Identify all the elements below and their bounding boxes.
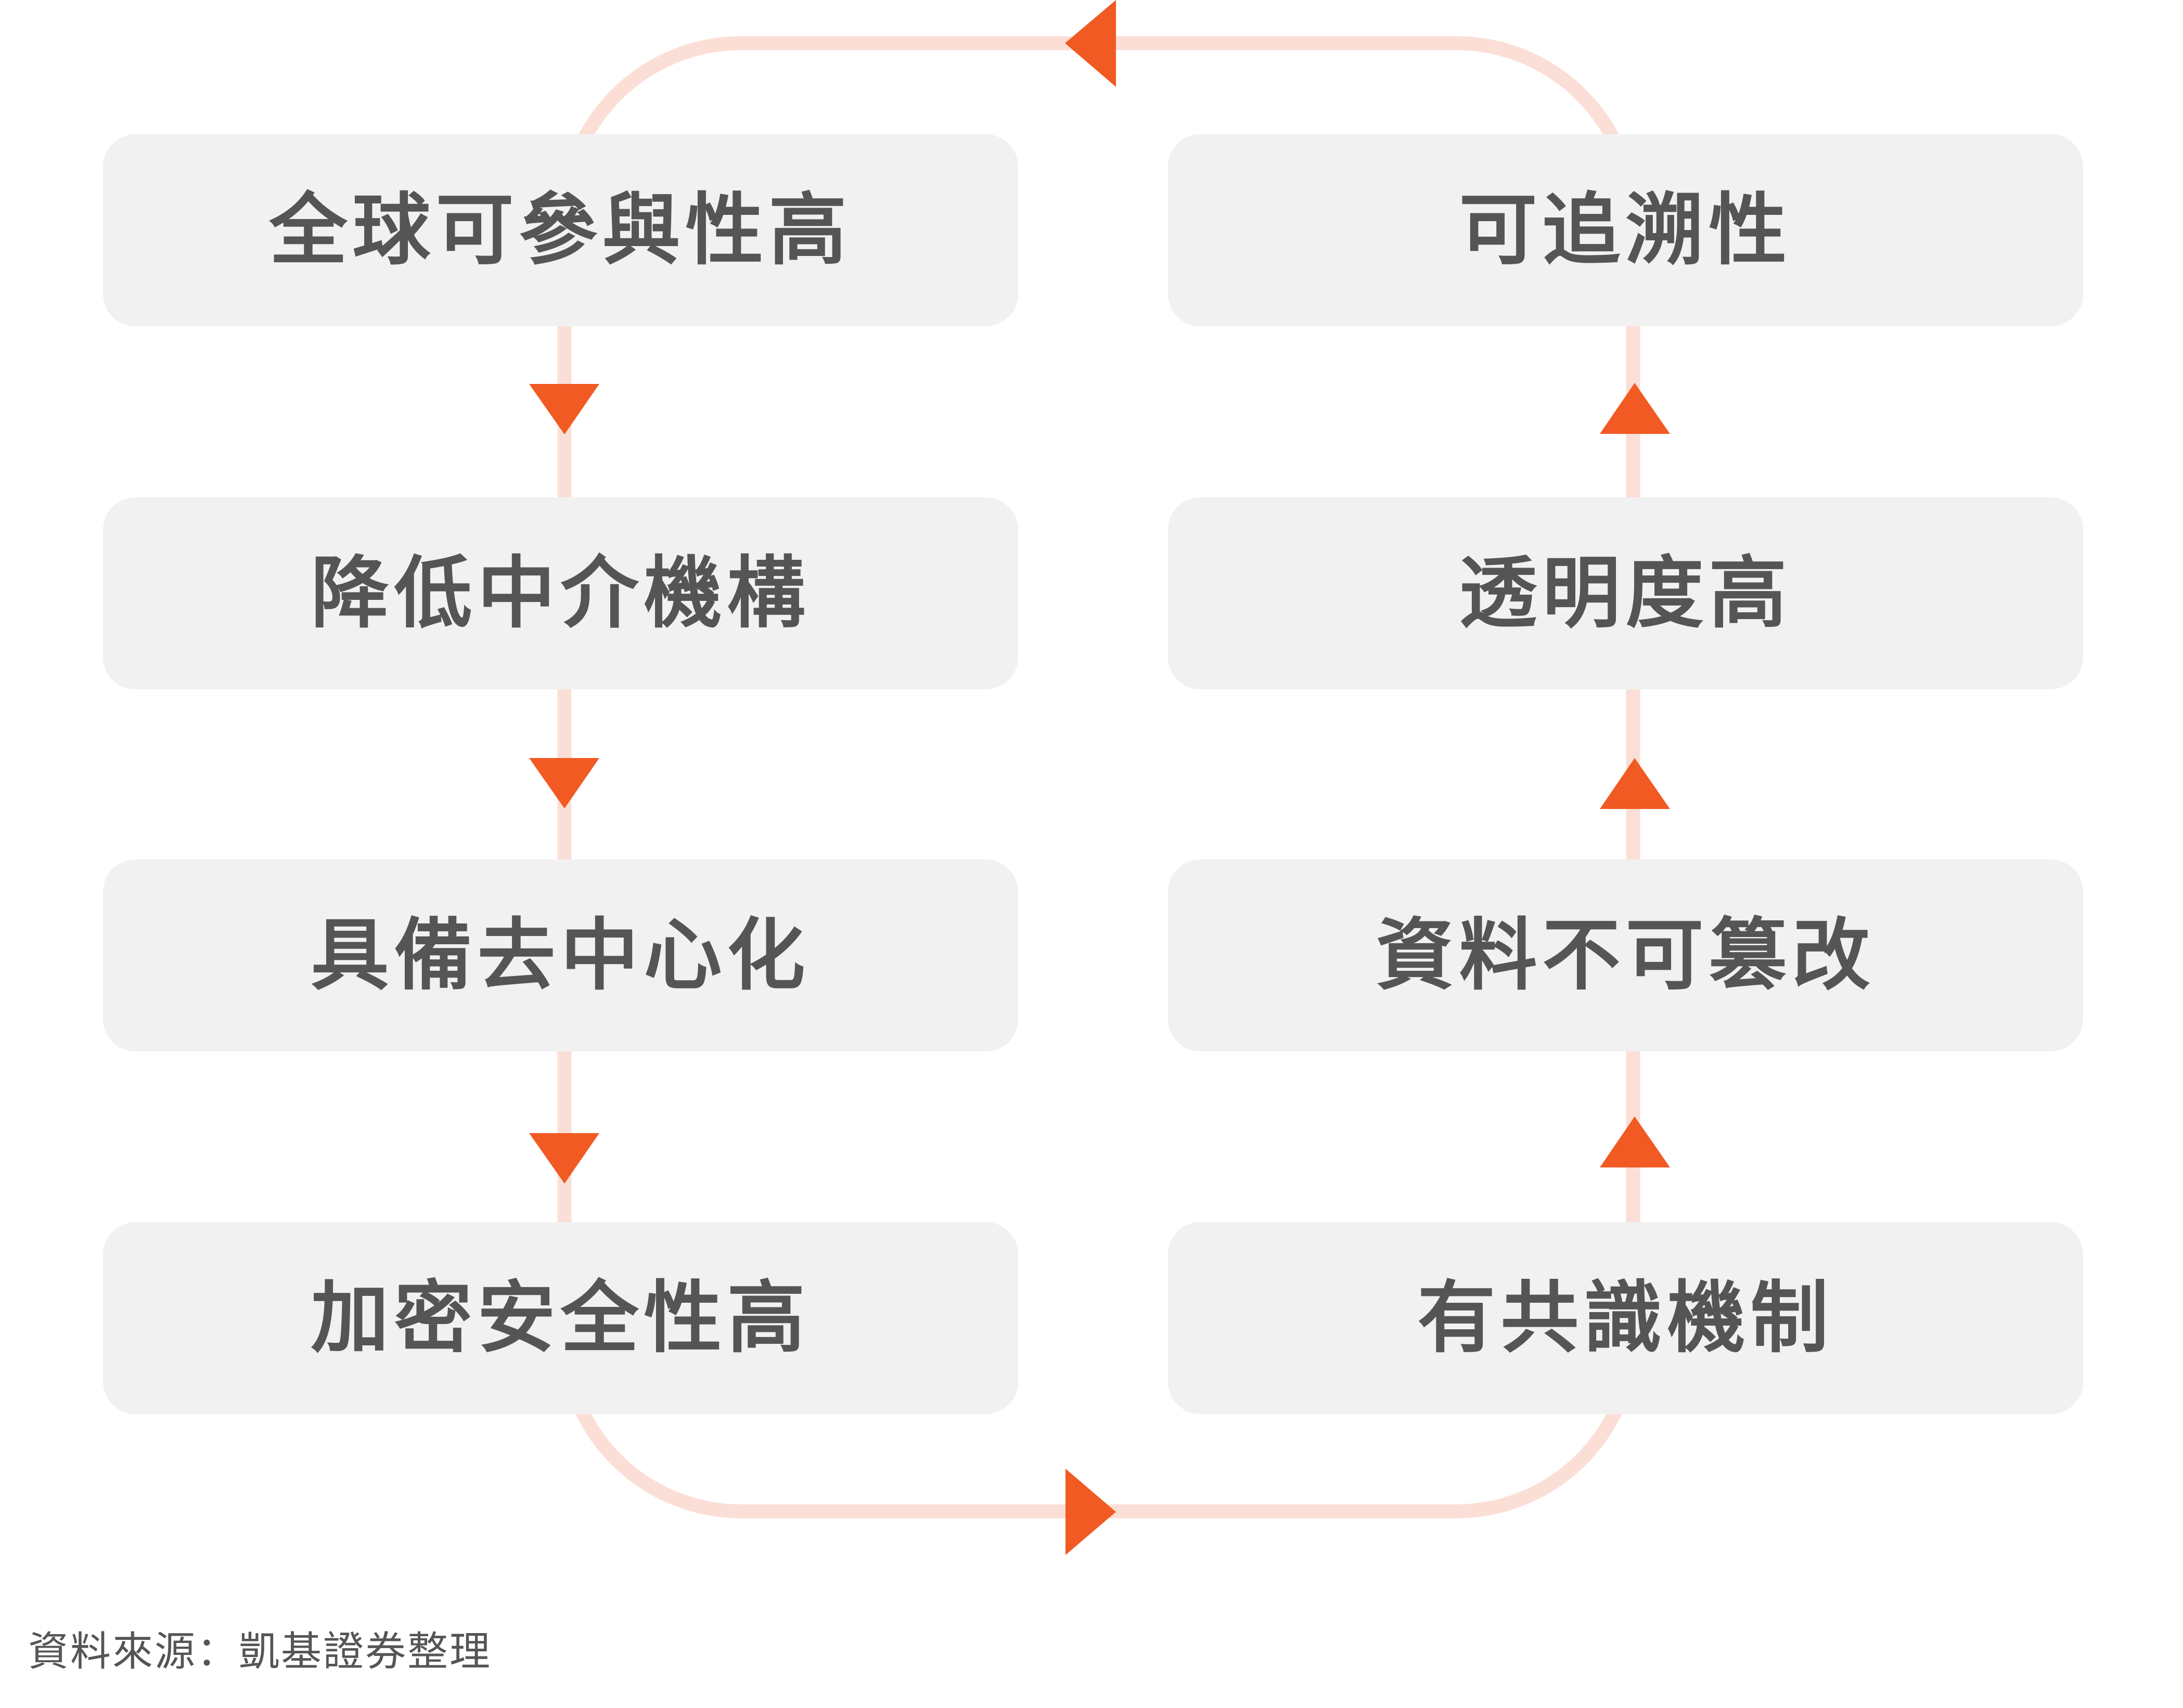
- node-traceability: 可追溯性: [1168, 134, 2083, 326]
- arrow-down-icon: [529, 1133, 599, 1184]
- node-label: 有共識機制: [1417, 1273, 1834, 1364]
- node-label: 透明度高: [1459, 548, 1792, 639]
- node-consensus: 有共識機制: [1168, 1222, 2083, 1414]
- arrow-left-icon: [1065, 0, 1116, 87]
- arrow-down-icon: [529, 758, 599, 808]
- arrow-right-icon: [1065, 1469, 1116, 1555]
- node-global-participation: 全球可參與性高: [103, 134, 1018, 326]
- arrow-down-icon: [529, 384, 599, 434]
- arrow-up-icon: [1600, 1116, 1670, 1167]
- node-reduce-intermediaries: 降低中介機構: [103, 497, 1018, 689]
- node-label: 資料不可篡改: [1376, 910, 1876, 1001]
- node-label: 降低中介機構: [311, 548, 811, 639]
- node-encryption-security: 加密安全性高: [103, 1222, 1018, 1414]
- node-label: 可追溯性: [1459, 185, 1792, 276]
- node-decentralization: 具備去中心化: [103, 859, 1018, 1051]
- node-transparency: 透明度高: [1168, 497, 2083, 689]
- node-immutability: 資料不可篡改: [1168, 859, 2083, 1051]
- arrow-up-icon: [1600, 383, 1670, 434]
- node-label: 加密安全性高: [311, 1273, 811, 1364]
- node-label: 具備去中心化: [311, 910, 811, 1001]
- arrow-up-icon: [1600, 758, 1670, 809]
- node-label: 全球可參與性高: [269, 185, 852, 276]
- source-note: 資料來源：凱基證券整理: [28, 1628, 492, 1675]
